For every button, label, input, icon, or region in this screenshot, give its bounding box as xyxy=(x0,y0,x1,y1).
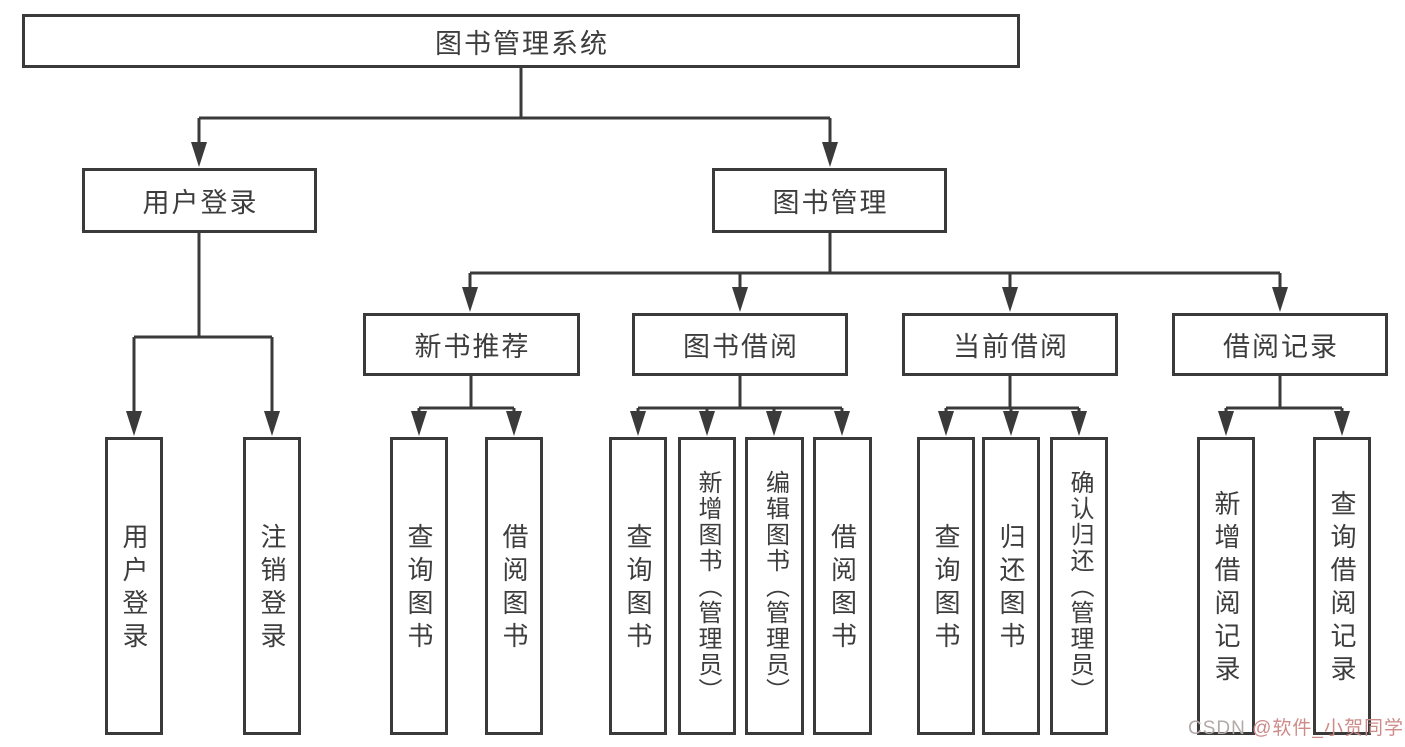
node-leaf-query-borrow-record: 查询借阅记录 xyxy=(1313,437,1371,735)
node-label: 当前借阅 xyxy=(953,332,1069,362)
node-leaf-query-books-current: 查询图书 xyxy=(917,437,975,735)
node-label: 图书管理 xyxy=(772,188,889,218)
node-label: 借阅记录 xyxy=(1223,332,1339,362)
node-label: 新增借阅记录 xyxy=(1211,490,1241,688)
node-label: 借阅图书 xyxy=(827,523,858,655)
node-leaf-borrow-books-borrow: 借阅图书 xyxy=(813,437,872,735)
node-label: 图书借阅 xyxy=(683,332,799,362)
arrowheads xyxy=(126,142,1350,436)
node-root: 图书管理系统 xyxy=(22,14,1020,68)
node-new-book-recommendation: 新书推荐 xyxy=(363,313,580,376)
node-leaf-user-login: 用户登录 xyxy=(105,437,163,735)
node-label: 新书推荐 xyxy=(414,332,531,362)
node-leaf-query-books-recommend: 查询图书 xyxy=(390,437,448,735)
node-leaf-add-borrow-record: 新增借阅记录 xyxy=(1197,437,1255,735)
node-leaf-logout-login: 注销登录 xyxy=(243,437,301,735)
node-leaf-confirm-return-admin: 确认归还（管理员） xyxy=(1050,437,1108,735)
node-label: 查询图书 xyxy=(404,523,434,655)
node-label: 新增图书（管理员） xyxy=(694,470,721,704)
node-label: 查询借阅记录 xyxy=(1327,490,1357,688)
node-label: 查询图书 xyxy=(623,523,653,655)
node-label: 用户登录 xyxy=(142,188,259,218)
node-user-login: 用户登录 xyxy=(82,168,317,233)
node-book-management: 图书管理 xyxy=(712,168,947,233)
node-borrowing-records: 借阅记录 xyxy=(1172,313,1388,376)
node-label: 用户登录 xyxy=(119,523,149,655)
node-leaf-borrow-books-recommend: 借阅图书 xyxy=(485,437,543,735)
node-label: 查询图书 xyxy=(931,523,961,655)
node-leaf-add-books-admin: 新增图书（管理员） xyxy=(678,437,736,735)
node-label: 图书管理系统 xyxy=(435,28,609,59)
node-label: 归还图书 xyxy=(996,523,1026,655)
node-leaf-query-books-borrow: 查询图书 xyxy=(609,437,667,735)
node-label: 借阅图书 xyxy=(499,523,529,655)
node-label: 编辑图书（管理员） xyxy=(761,470,789,704)
node-leaf-return-books: 归还图书 xyxy=(982,437,1040,735)
node-leaf-edit-books-admin: 编辑图书（管理员） xyxy=(745,437,804,735)
node-label: 注销登录 xyxy=(257,523,287,655)
node-label: 确认归还（管理员） xyxy=(1066,470,1093,704)
node-current-borrowing: 当前借阅 xyxy=(902,313,1118,376)
node-book-borrowing: 图书借阅 xyxy=(632,313,848,376)
